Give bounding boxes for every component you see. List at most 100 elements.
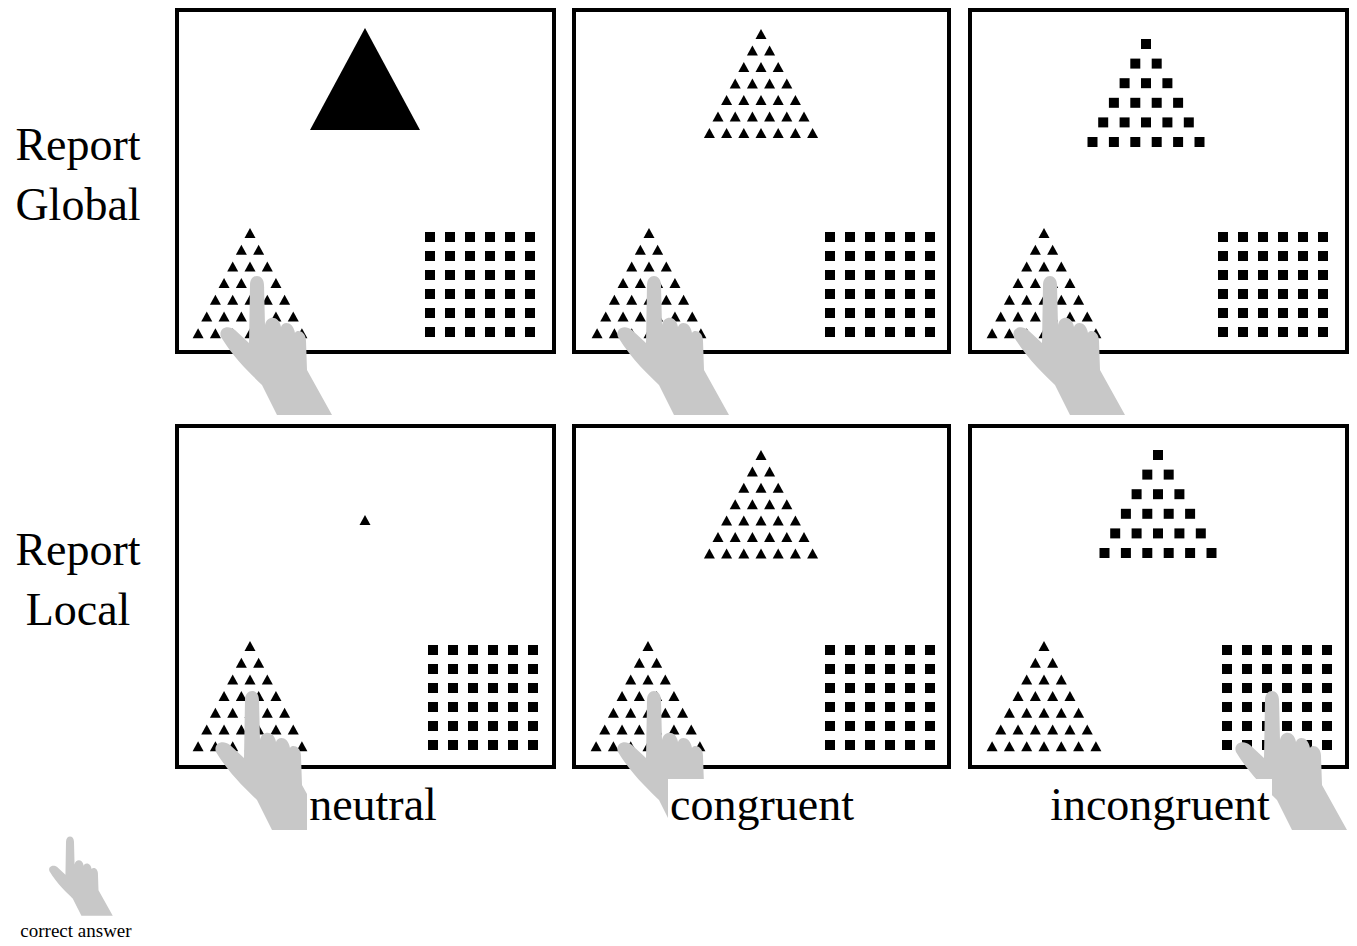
- square-element: [885, 270, 895, 280]
- square-element: [1121, 509, 1131, 519]
- square-element: [505, 251, 515, 261]
- square-element: [468, 721, 478, 731]
- triangle-element: [730, 532, 741, 542]
- triangle-element: [219, 278, 230, 288]
- square-element: [1298, 308, 1308, 318]
- triangle-element: [1004, 295, 1015, 305]
- square-element: [1184, 117, 1194, 127]
- square-element: [1282, 702, 1292, 712]
- square-element: [1278, 308, 1288, 318]
- square-element: [845, 645, 855, 655]
- panels: [177, 10, 1347, 767]
- square-element: [925, 683, 935, 693]
- square-element: [1152, 98, 1162, 108]
- square-element: [865, 308, 875, 318]
- triangle-element: [764, 532, 775, 542]
- triangle-element: [651, 658, 662, 668]
- square-element: [885, 289, 895, 299]
- square-element: [465, 327, 475, 337]
- stimulus-shapes: [193, 28, 1332, 751]
- triangle-element: [704, 548, 715, 558]
- square-element: [1322, 683, 1332, 693]
- triangle-element: [773, 128, 784, 138]
- triangle-element: [738, 95, 749, 105]
- triangle-element: [1004, 741, 1015, 751]
- square-element: [1120, 117, 1130, 127]
- square-element: [1302, 683, 1312, 693]
- triangle-element: [721, 516, 732, 526]
- square-element: [448, 683, 458, 693]
- triangle-element: [773, 95, 784, 105]
- square-element: [468, 683, 478, 693]
- square-element: [1302, 645, 1312, 655]
- square-element: [1322, 664, 1332, 674]
- square-element: [1218, 270, 1228, 280]
- triangle-element: [210, 708, 221, 718]
- triangle-element: [747, 532, 758, 542]
- triangle-element: [245, 674, 256, 684]
- triangle-element: [1004, 328, 1015, 338]
- square-element: [445, 270, 455, 280]
- square-element: [508, 702, 518, 712]
- square-element: [1088, 137, 1098, 147]
- square-element: [1278, 289, 1288, 299]
- square-element: [1218, 251, 1228, 261]
- square-element: [865, 683, 875, 693]
- square-element: [1222, 645, 1232, 655]
- triangle-element: [1047, 658, 1058, 668]
- triangle-element: [626, 261, 637, 271]
- legend-text: correct answer: [18, 920, 133, 942]
- triangle-element: [781, 532, 792, 542]
- triangle-element: [600, 312, 611, 322]
- square-element: [1242, 721, 1252, 731]
- triangle-element: [626, 295, 637, 305]
- square-element: [428, 683, 438, 693]
- square-element: [465, 289, 475, 299]
- pointing-hand: [617, 276, 729, 415]
- trial-panel: [177, 426, 554, 767]
- triangle-element: [1064, 725, 1075, 735]
- triangle-element: [193, 328, 204, 338]
- square-element: [865, 702, 875, 712]
- square-element: [925, 289, 935, 299]
- square-element: [905, 740, 915, 750]
- square-element: [1238, 289, 1248, 299]
- square-element: [485, 308, 495, 318]
- triangle-element: [219, 312, 230, 322]
- square-element: [488, 721, 498, 731]
- square-element: [488, 702, 498, 712]
- square-element: [865, 721, 875, 731]
- pointing-hand: [1013, 276, 1125, 415]
- triangle-element: [1039, 641, 1050, 651]
- square-element: [1109, 137, 1119, 147]
- square-element: [528, 702, 538, 712]
- triangle-element: [310, 28, 420, 130]
- square-element: [1302, 721, 1312, 731]
- square-element: [1162, 78, 1172, 88]
- square-element: [905, 664, 915, 674]
- triangle-element: [790, 128, 801, 138]
- square-element: [1258, 308, 1268, 318]
- triangle-element: [790, 95, 801, 105]
- square-element: [865, 270, 875, 280]
- square-element: [1173, 98, 1183, 108]
- triangle-element: [747, 499, 758, 509]
- triangle-element: [592, 328, 603, 338]
- triangle-element: [245, 228, 256, 238]
- square-element: [1153, 528, 1163, 538]
- square-element: [885, 645, 895, 655]
- triangle-element: [1073, 708, 1084, 718]
- square-element: [1298, 327, 1308, 337]
- square-element: [865, 664, 875, 674]
- square-element: [1218, 232, 1228, 242]
- square-element: [1318, 308, 1328, 318]
- square-element: [1262, 664, 1272, 674]
- square-element: [1120, 78, 1130, 88]
- square-element: [1238, 232, 1248, 242]
- square-element: [885, 683, 895, 693]
- square-element: [905, 308, 915, 318]
- triangle-element: [227, 261, 238, 271]
- triangle-element: [661, 295, 672, 305]
- triangle-element: [270, 725, 281, 735]
- triangle-element: [738, 483, 749, 493]
